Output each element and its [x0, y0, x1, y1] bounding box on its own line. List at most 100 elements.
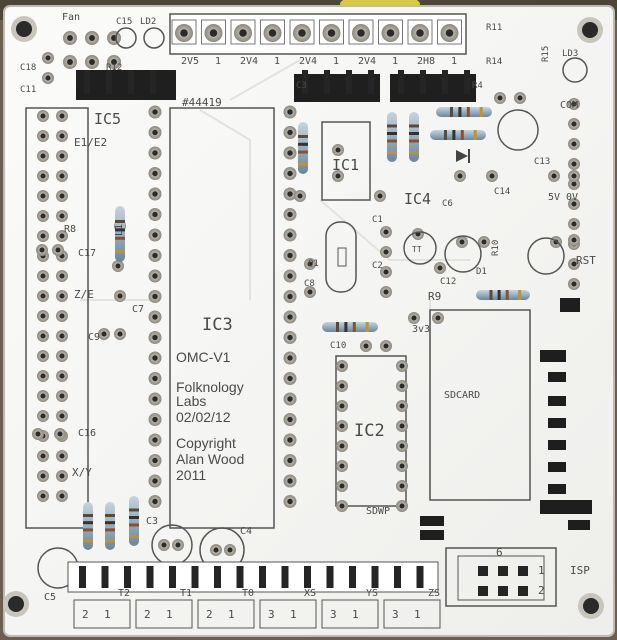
label-c16: C16: [78, 428, 96, 439]
ic3-pin-left: [148, 372, 162, 385]
pad: [332, 144, 344, 156]
ic3-pin-right: [283, 331, 297, 344]
label-ic5: IC5: [94, 110, 121, 128]
label-c13: C13: [534, 157, 550, 167]
edge-pad: [568, 198, 580, 210]
label-r12: R12: [106, 63, 122, 73]
sdcard-contacts: [420, 298, 592, 540]
pad: [112, 260, 124, 272]
label-c6: C6: [442, 199, 453, 209]
ic2-pin-left: [336, 480, 348, 492]
ic5-pin-left: [37, 310, 49, 322]
ic5-pin-left: [37, 450, 49, 462]
bottom-pin-number: 1: [228, 608, 235, 621]
label-r9: R9: [428, 290, 441, 303]
ic5-pin-left: [37, 330, 49, 342]
pad: [32, 428, 44, 440]
bottom-pin-number: 1: [166, 608, 173, 621]
bottom-pin-number: 2: [206, 608, 213, 621]
pad: [568, 170, 580, 182]
ic5-pin-left: [37, 490, 49, 502]
label-xy: X/Y: [72, 466, 92, 479]
connector-label: 2V4: [358, 56, 376, 67]
pad: [172, 539, 184, 551]
label-sdcard: SDCARD: [444, 390, 480, 401]
edge-pad: [568, 138, 580, 150]
label-r14: R14: [486, 57, 502, 67]
resistor: [322, 322, 378, 332]
silkscreen-line-5: Alan Wood: [176, 451, 244, 467]
label-sdwp: SDWP: [366, 506, 390, 517]
ic2-pin-left: [336, 400, 348, 412]
label-tt: TT: [412, 245, 422, 254]
label-c8: C8: [304, 279, 315, 289]
ic3-pin-right: [283, 454, 297, 467]
bottom-pin-number: 2: [144, 608, 151, 621]
header-pad: [85, 55, 99, 69]
label-c10: C10: [330, 341, 346, 351]
pad: [454, 170, 466, 182]
ic3-pin-right: [283, 126, 297, 139]
bottom-group-label: T2: [118, 588, 130, 599]
edge-pad: [568, 98, 580, 110]
pad: [478, 236, 490, 248]
label-c4: C4: [240, 526, 252, 537]
connector-label: 2V4: [299, 56, 317, 67]
pad: [332, 170, 344, 182]
ic3-pin-right: [283, 105, 297, 119]
bottom-pin-number: 1: [414, 608, 421, 621]
label-ld2: LD2: [140, 17, 156, 27]
ic2-pin-right: [396, 360, 408, 372]
ic5-pin-left: [37, 370, 49, 382]
ic3-pin-left: [148, 454, 162, 467]
ic2-pin-left: [336, 420, 348, 432]
ic2-pin-left: [336, 360, 348, 372]
ic3-pin-right: [283, 269, 297, 283]
ic3-pin-left: [148, 146, 162, 160]
pad: [434, 262, 446, 274]
pad: [158, 539, 170, 551]
connector-pin-number: 1: [274, 56, 280, 67]
ic5-pin-left: [37, 290, 49, 302]
edge-pad: [568, 278, 580, 290]
crystal-icon: [325, 221, 357, 293]
label-c7: C7: [132, 304, 144, 315]
label-com: COM: [560, 100, 578, 111]
ic3-pin-left: [148, 187, 162, 201]
ic3-pin-right: [283, 413, 297, 426]
label-isp: ISP: [570, 564, 590, 577]
ic3-pin-left: [148, 290, 162, 303]
label-rst: RST: [576, 254, 596, 267]
ic3-pin-left: [148, 331, 162, 344]
label-l1: L1: [114, 224, 125, 236]
resistor: [298, 122, 308, 174]
connector-pad: [175, 24, 193, 42]
pad: [210, 544, 222, 556]
connector-pad: [440, 24, 459, 42]
ic5-pin-right: [56, 410, 68, 422]
ic5-pin-right: [56, 470, 68, 482]
silkscreen-line-1: Folknology: [176, 379, 244, 395]
header-pad: [107, 31, 121, 45]
pad: [432, 312, 444, 324]
label-r4: R4: [472, 81, 483, 91]
bottom-pin-number: 3: [268, 608, 275, 621]
ic5-pin-right: [56, 190, 68, 202]
pad: [456, 236, 468, 248]
pad: [568, 234, 580, 246]
ic5-pin-right: [56, 150, 68, 162]
label-c15: C15: [116, 17, 132, 27]
ic5-pin-right: [56, 130, 68, 142]
label-c17: C17: [78, 248, 96, 259]
ic5-pin-left: [37, 110, 49, 122]
ic5-pin-right: [56, 310, 68, 322]
resistor: [83, 502, 93, 550]
pad: [42, 72, 54, 84]
silkscreen-line-6: 2011: [176, 467, 206, 483]
pad: [304, 286, 316, 298]
ic5-pin-right: [56, 230, 68, 242]
label-r15: R15: [541, 46, 551, 62]
label-c18: C18: [20, 63, 36, 73]
ic2-pin-right: [396, 380, 408, 392]
